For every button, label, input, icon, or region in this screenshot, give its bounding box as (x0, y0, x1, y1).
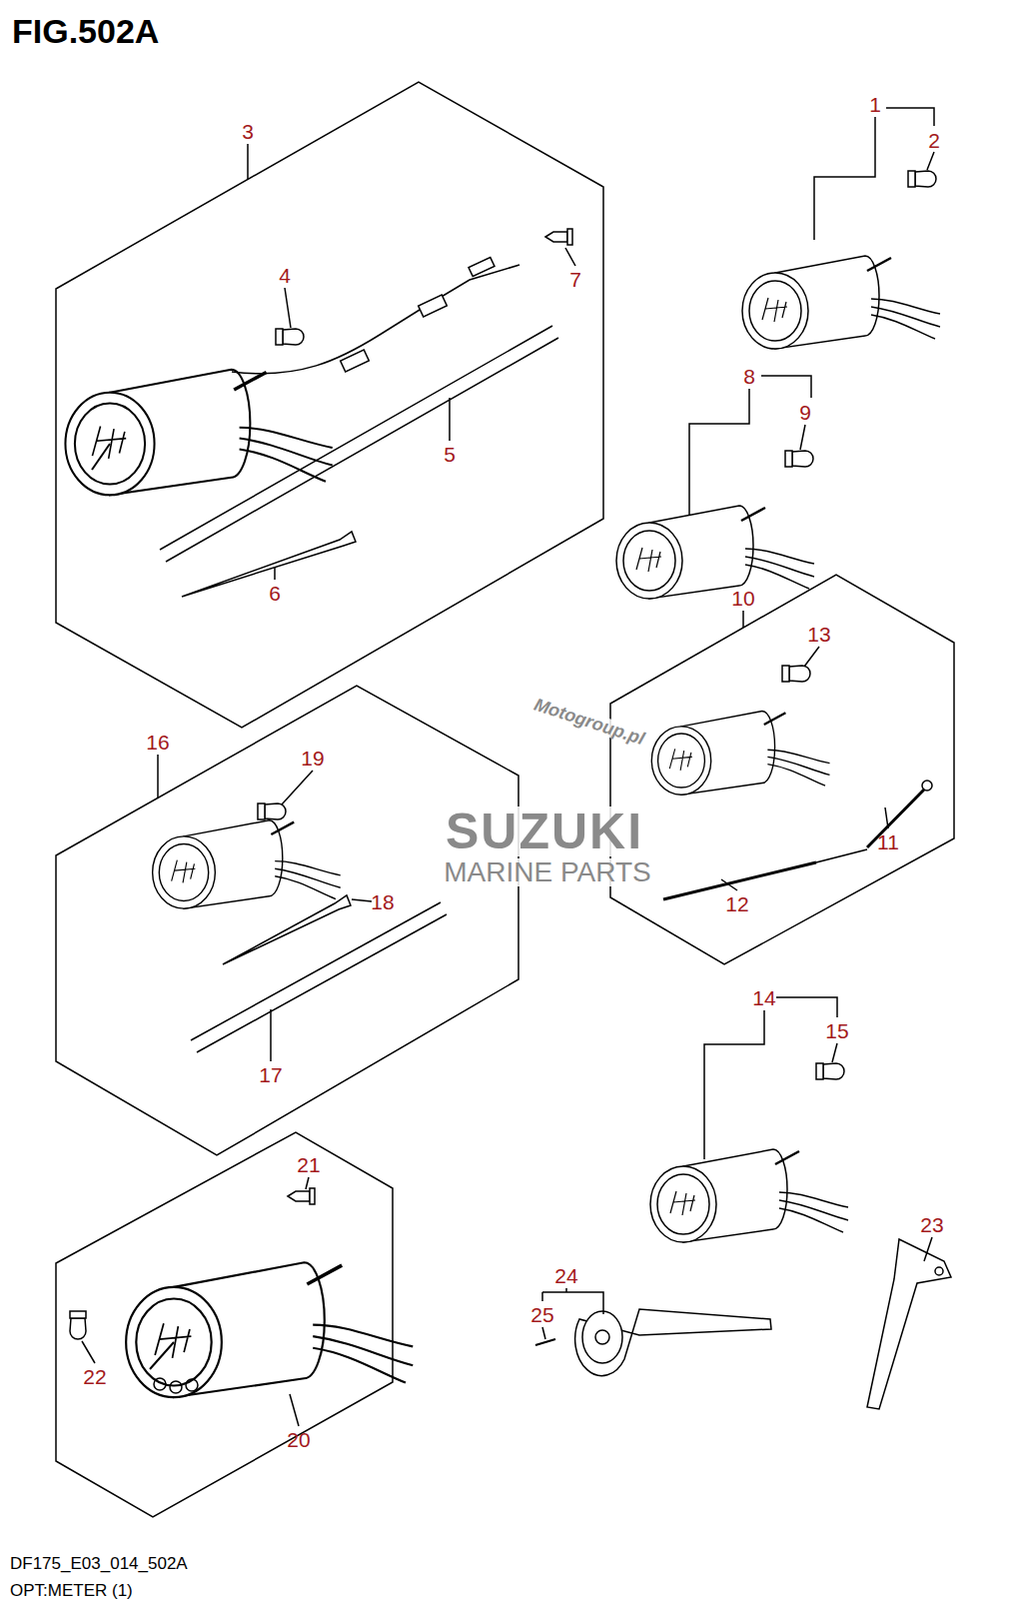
callout-number: 17 (258, 1063, 282, 1085)
callout-number: 2 (928, 129, 941, 151)
callout-number: 20 (286, 1428, 310, 1450)
callout-number: 13 (807, 623, 831, 645)
callout-number: 8 (743, 365, 756, 387)
callout-number: 12 (725, 893, 749, 915)
callout-number: 15 (825, 1019, 849, 1041)
callout-number: 5 (443, 443, 456, 465)
callout-number: 6 (268, 582, 281, 604)
callout-number: 24 (554, 1264, 578, 1286)
callout-number: 16 (145, 731, 169, 753)
callout-number: 3 (241, 120, 254, 142)
watermark: MARINE PARTS (440, 858, 654, 887)
figure-title: FIG.502A (11, 13, 159, 48)
callout-number: 22 (82, 1365, 106, 1387)
callout-number: 9 (799, 401, 812, 423)
callout-number: 23 (920, 1213, 944, 1235)
callout-number: 19 (300, 747, 324, 769)
callout-number: 10 (731, 587, 755, 609)
callout-number: 25 (530, 1303, 554, 1325)
figure-caption: OPT:METER (1) (9, 1581, 133, 1599)
callout-number: 7 (569, 268, 582, 290)
callout-number: 21 (296, 1153, 320, 1175)
callout-number: 14 (752, 987, 776, 1009)
drawing-code: DF175_E03_014_502A (9, 1554, 188, 1572)
callout-number: 1 (869, 93, 882, 115)
callout-number: 18 (370, 891, 394, 913)
watermark: SUZUKI (442, 806, 647, 857)
callout-number: 4 (278, 264, 291, 286)
callout-number: 11 (877, 831, 900, 853)
watermark: Motogroup.pl (529, 694, 651, 750)
